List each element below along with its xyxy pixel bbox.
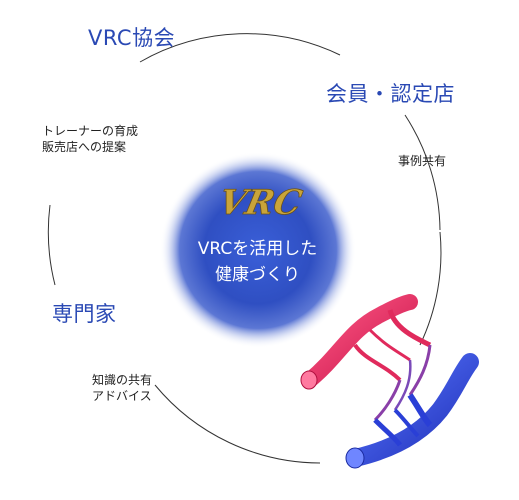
ring-arc-right [404, 114, 441, 231]
vrc-logo-icon: VRC [215, 183, 307, 223]
vrc-logo-text: VRC [215, 183, 306, 223]
artery-opening [300, 370, 318, 390]
center-line1: VRCを活用した [197, 239, 318, 259]
vein-branch-2 [373, 418, 403, 447]
ring-arc-top [139, 33, 341, 63]
artery-branch-3 [368, 328, 411, 362]
artery-main [302, 294, 418, 388]
caption-trainer-line1: トレーナーの育成 [42, 124, 139, 138]
node-vrc-association: VRC協会 [88, 26, 176, 50]
vein-opening [345, 447, 365, 469]
caption-trainer-line2: 販売店への提案 [42, 140, 127, 154]
capillary-3 [393, 359, 412, 411]
caption-knowledge-line1: 知識の共有 [92, 373, 153, 387]
capillary-2 [373, 379, 402, 422]
artery-branch-2 [353, 343, 402, 382]
center-circle [160, 152, 356, 348]
caption-knowledge: 知識の共有 アドバイス [92, 372, 152, 404]
vein-branch-1 [407, 393, 433, 428]
ring-arc-right-lower [419, 231, 442, 346]
artery-branch-1 [387, 309, 432, 348]
blood-vessel-illustration [300, 294, 479, 469]
node-members: 会員・認定店 [326, 82, 455, 106]
caption-case-sharing: 事例共有 [398, 154, 447, 168]
capillary-1 [408, 344, 432, 396]
vein-branch-3 [393, 408, 420, 438]
center-line2: 健康づくり [215, 265, 300, 285]
caption-knowledge-line2: アドバイス [92, 389, 152, 403]
node-experts: 専門家 [52, 302, 117, 326]
ring-arc-left [47, 204, 56, 286]
vein-main [346, 353, 479, 467]
cycle-ring [47, 33, 442, 464]
caption-trainer: トレーナーの育成 販売店への提案 [42, 123, 138, 155]
ring-arc-bottom [154, 384, 321, 464]
